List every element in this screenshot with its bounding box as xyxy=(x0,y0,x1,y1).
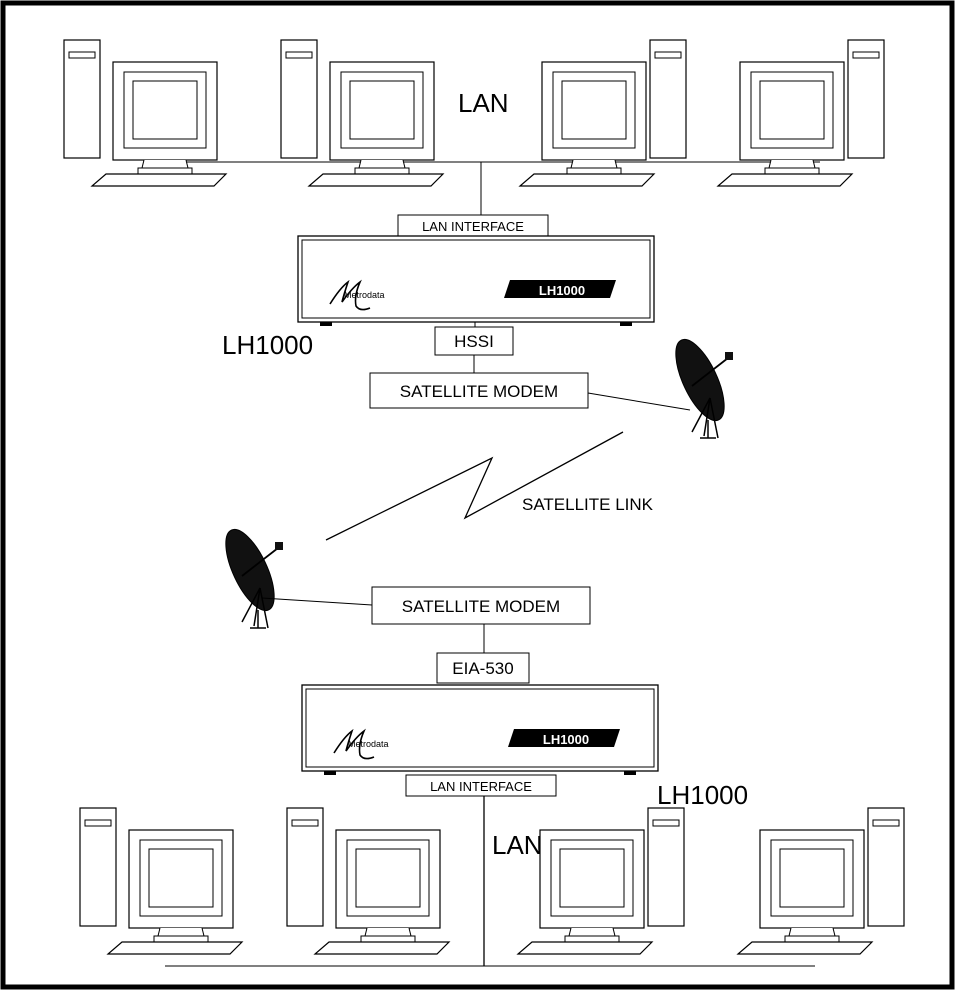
lh1000-top-device xyxy=(297,235,655,327)
dish-to-modem-bottom xyxy=(261,597,373,606)
eia530-box xyxy=(436,652,530,684)
top-computer-2 xyxy=(280,39,444,187)
satellite-modem-bottom-label: SATELLITE MODEM xyxy=(402,597,560,616)
hssi-box xyxy=(434,326,514,356)
bottom-computer-2 xyxy=(286,807,450,955)
brand-logo-bottom: Metrodata xyxy=(348,739,389,749)
satellite-modem-top-label: SATELLITE MODEM xyxy=(400,382,558,401)
lan-top-label: LAN xyxy=(458,88,509,118)
bottom-computer-1 xyxy=(79,807,243,955)
bottom-computer-3 xyxy=(517,807,685,955)
satellite-modem-bottom-box xyxy=(371,586,591,625)
satellite-modem-top-box xyxy=(369,372,589,409)
lh1000-top-name: LH1000 xyxy=(222,330,313,360)
satellite-dish-bottom xyxy=(215,522,285,629)
top-computer-3 xyxy=(519,39,687,187)
lh1000-bottom-device xyxy=(301,684,659,776)
top-computer-4 xyxy=(717,39,885,187)
lh1000-top-badge: LH1000 xyxy=(539,283,585,298)
bottom-computer-4 xyxy=(737,807,905,955)
lan-interface-bottom-box xyxy=(405,774,557,797)
eia530-label: EIA-530 xyxy=(452,659,513,678)
modem-to-dish-top xyxy=(587,392,691,411)
lh1000-bottom-badge: LH1000 xyxy=(543,732,589,747)
lan-interface-top-label: LAN INTERFACE xyxy=(422,219,524,234)
lh1000-bottom-name: LH1000 xyxy=(657,780,748,810)
lan-bottom-label: LAN xyxy=(492,830,543,860)
satellite-dish-top xyxy=(665,332,735,439)
top-computer-1 xyxy=(63,39,227,187)
hssi-label: HSSI xyxy=(454,332,494,351)
satellite-link-line xyxy=(325,431,624,541)
satellite-link-label: SATELLITE LINK xyxy=(522,495,654,514)
lan-interface-bottom-label: LAN INTERFACE xyxy=(430,779,532,794)
brand-logo-top: Metrodata xyxy=(344,290,385,300)
